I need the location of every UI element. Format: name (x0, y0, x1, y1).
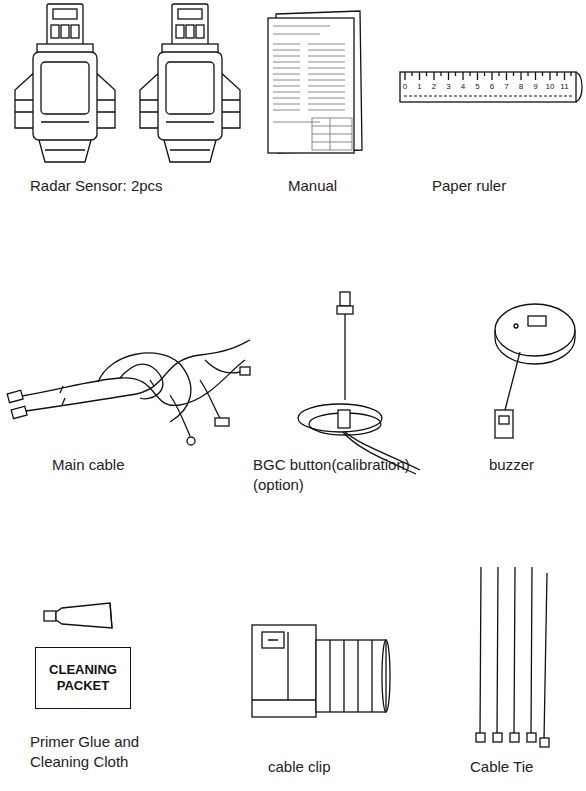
item-caption: Main cable (52, 455, 192, 475)
cable-ties (510, 733, 519, 742)
primer-tube (110, 603, 112, 628)
cable-ties (476, 733, 485, 742)
radar-sensor (15, 4, 115, 162)
cable-ties (480, 567, 547, 740)
cable-clip (252, 632, 316, 700)
radar-sensor (45, 149, 85, 150)
ruler-number: 9 (529, 82, 543, 92)
buzzer (495, 410, 513, 438)
main-cable (215, 418, 229, 426)
ruler-number: 11 (558, 82, 572, 92)
buzzer (505, 352, 520, 410)
cable-clip (252, 625, 316, 717)
ruler-number: 0 (398, 82, 412, 92)
radar-sensor (33, 52, 97, 140)
paper-ruler (404, 95, 572, 96)
main-cable (26, 340, 250, 411)
ruler-number: 6 (485, 82, 499, 92)
calibration-button (340, 292, 350, 306)
ruler-number: 10 (543, 82, 557, 92)
radar-sensor (41, 121, 89, 122)
item-caption: Paper ruler (432, 176, 552, 196)
main-cable (11, 406, 27, 418)
main-cable (200, 380, 220, 418)
primer-tube (44, 611, 56, 621)
item-caption: Manual (288, 176, 388, 196)
main-cable (187, 437, 195, 445)
calibration-button (298, 292, 420, 474)
cable-clip (330, 640, 372, 712)
item-caption: Primer Glue and Cleaning Cloth (30, 732, 155, 772)
cable-ties (476, 567, 549, 747)
cable-ties (540, 738, 549, 747)
manual-booklet (268, 18, 354, 153)
item-caption: buzzer (489, 455, 579, 475)
paper-ruler (412, 72, 571, 76)
calibration-button (338, 410, 350, 428)
ruler-number: 1 (413, 82, 427, 92)
main-cable (7, 390, 23, 402)
calibration-button (344, 314, 345, 400)
packet-box: CLEANING PACKET (35, 647, 131, 709)
ruler-number: 3 (442, 82, 456, 92)
packet-label: CLEANING PACKET (36, 662, 130, 694)
cable-clip (382, 640, 390, 712)
radar-sensor (71, 25, 79, 38)
ruler-number: 5 (471, 82, 485, 92)
main-cable (60, 380, 154, 405)
buzzer (514, 324, 518, 328)
item-caption: Cable Tie (470, 757, 580, 777)
ruler-number: 2 (427, 82, 441, 92)
main-cable (22, 360, 245, 405)
item-caption: BGC button(calibration) (option) (253, 455, 433, 495)
ruler-number: 8 (514, 82, 528, 92)
cable-clip (316, 640, 386, 712)
paper-ruler (576, 72, 582, 102)
main-cable (120, 364, 163, 399)
main-cable (205, 360, 240, 373)
buzzer (495, 304, 575, 438)
radar-sensor (39, 140, 91, 162)
paper-ruler (400, 72, 582, 102)
main-cable (240, 367, 250, 375)
calibration-button (337, 306, 353, 314)
buzzer (528, 316, 546, 326)
buzzer (495, 330, 575, 364)
paper-ruler (400, 72, 576, 102)
radar-sensor (61, 25, 69, 38)
illustration (7, 4, 582, 747)
buzzer (499, 416, 509, 424)
cable-ties (527, 733, 536, 742)
main-cable (170, 395, 190, 436)
main-cable (98, 353, 191, 422)
radar-sensor (51, 25, 59, 38)
manual-booklet (312, 118, 352, 150)
radar-sensor (47, 4, 83, 46)
item-caption: cable clip (268, 757, 378, 777)
radar-sensor (41, 62, 89, 114)
manual-booklet (312, 118, 352, 150)
cable-ties (493, 733, 502, 742)
ruler-number: 4 (456, 82, 470, 92)
primer-tube (44, 603, 112, 628)
cable-clip (252, 625, 390, 717)
ruler-number: 7 (500, 82, 514, 92)
radar-sensor (140, 4, 240, 162)
manual-booklet (268, 11, 362, 153)
radar-sensor (53, 9, 77, 19)
primer-tube (56, 603, 112, 628)
buzzer (495, 304, 575, 356)
manual-booklet (273, 26, 345, 122)
main-cable (7, 340, 250, 445)
item-caption: Radar Sensor: 2pcs (30, 176, 230, 196)
